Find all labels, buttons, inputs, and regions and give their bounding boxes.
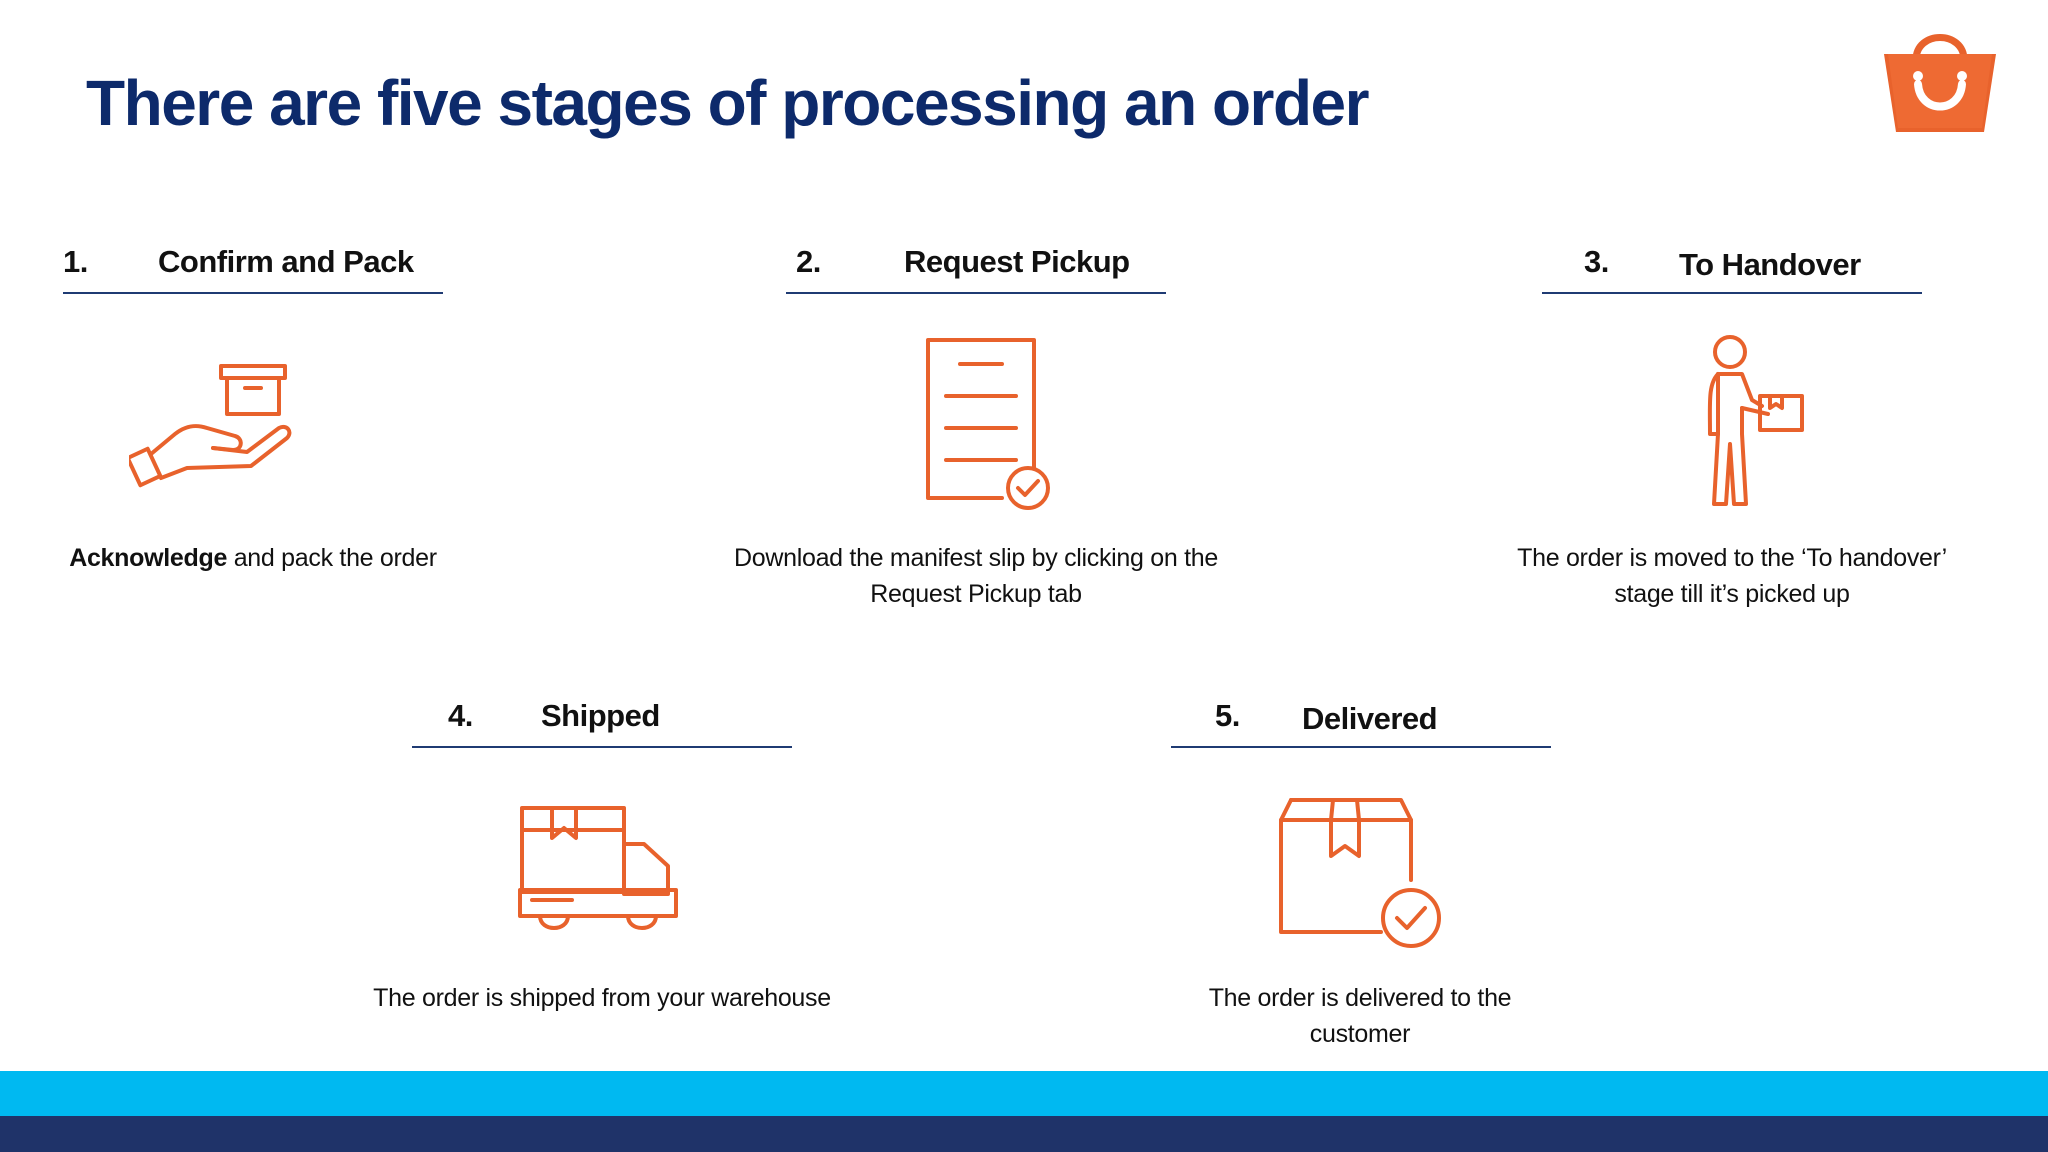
stage-delivered: 5. Delivered The order is delivered to t… xyxy=(1171,698,1551,1078)
stage-title: Delivered xyxy=(1302,701,1438,736)
stage-title: To Handover xyxy=(1679,247,1861,282)
stage-number: 1. xyxy=(63,244,88,279)
stage-confirm-and-pack: 1. Confirm and Pack Acknowledge and pack… xyxy=(63,244,443,584)
stage-description: Acknowledge and pack the order xyxy=(33,540,473,576)
stage-description-text: and pack the order xyxy=(227,544,437,572)
stage-description: The order is moved to the ‘To handover’ … xyxy=(1517,544,1947,608)
stage-header: 4. Shipped xyxy=(412,698,792,748)
hand-holding-box-icon xyxy=(125,360,299,495)
stage-to-handover: 3. To Handover The order is moved to the… xyxy=(1517,244,1947,624)
stage-header: 1. Confirm and Pack xyxy=(63,244,443,294)
delivery-truck-icon xyxy=(516,804,686,939)
stage-description: The order is shipped from your warehouse xyxy=(373,984,831,1012)
stage-title: Shipped xyxy=(541,698,660,733)
person-carrying-box-icon xyxy=(1702,334,1812,519)
shopping-bag-smile-icon xyxy=(1884,34,1996,132)
stage-description: Download the manifest slip by clicking o… xyxy=(734,544,1218,608)
stage-shipped: 4. Shipped The order is shipped from you… xyxy=(373,698,831,1038)
document-check-icon xyxy=(922,336,1062,521)
stage-title: Confirm and Pack xyxy=(158,244,414,279)
page-title: There are five stages of processing an o… xyxy=(86,67,1370,139)
stage-title: Request Pickup xyxy=(904,244,1130,279)
stage-description: The order is delivered to the customer xyxy=(1208,984,1512,1048)
stage-request-pickup: 2. Request Pickup Download the manifest … xyxy=(734,244,1218,624)
stage-number: 5. xyxy=(1215,698,1240,733)
stage-number: 4. xyxy=(448,698,473,733)
stage-header: 5. Delivered xyxy=(1171,698,1551,748)
stage-header: 2. Request Pickup xyxy=(786,244,1166,294)
package-check-icon xyxy=(1277,798,1447,963)
footer-bar-dark xyxy=(0,1116,2048,1152)
stage-number: 3. xyxy=(1584,244,1609,279)
shopping-bag-logo xyxy=(1878,14,2002,138)
stage-description-bold: Acknowledge xyxy=(69,544,228,572)
stage-header: 3. To Handover xyxy=(1542,244,1922,294)
stage-number: 2. xyxy=(796,244,821,279)
footer-bar-light xyxy=(0,1071,2048,1116)
